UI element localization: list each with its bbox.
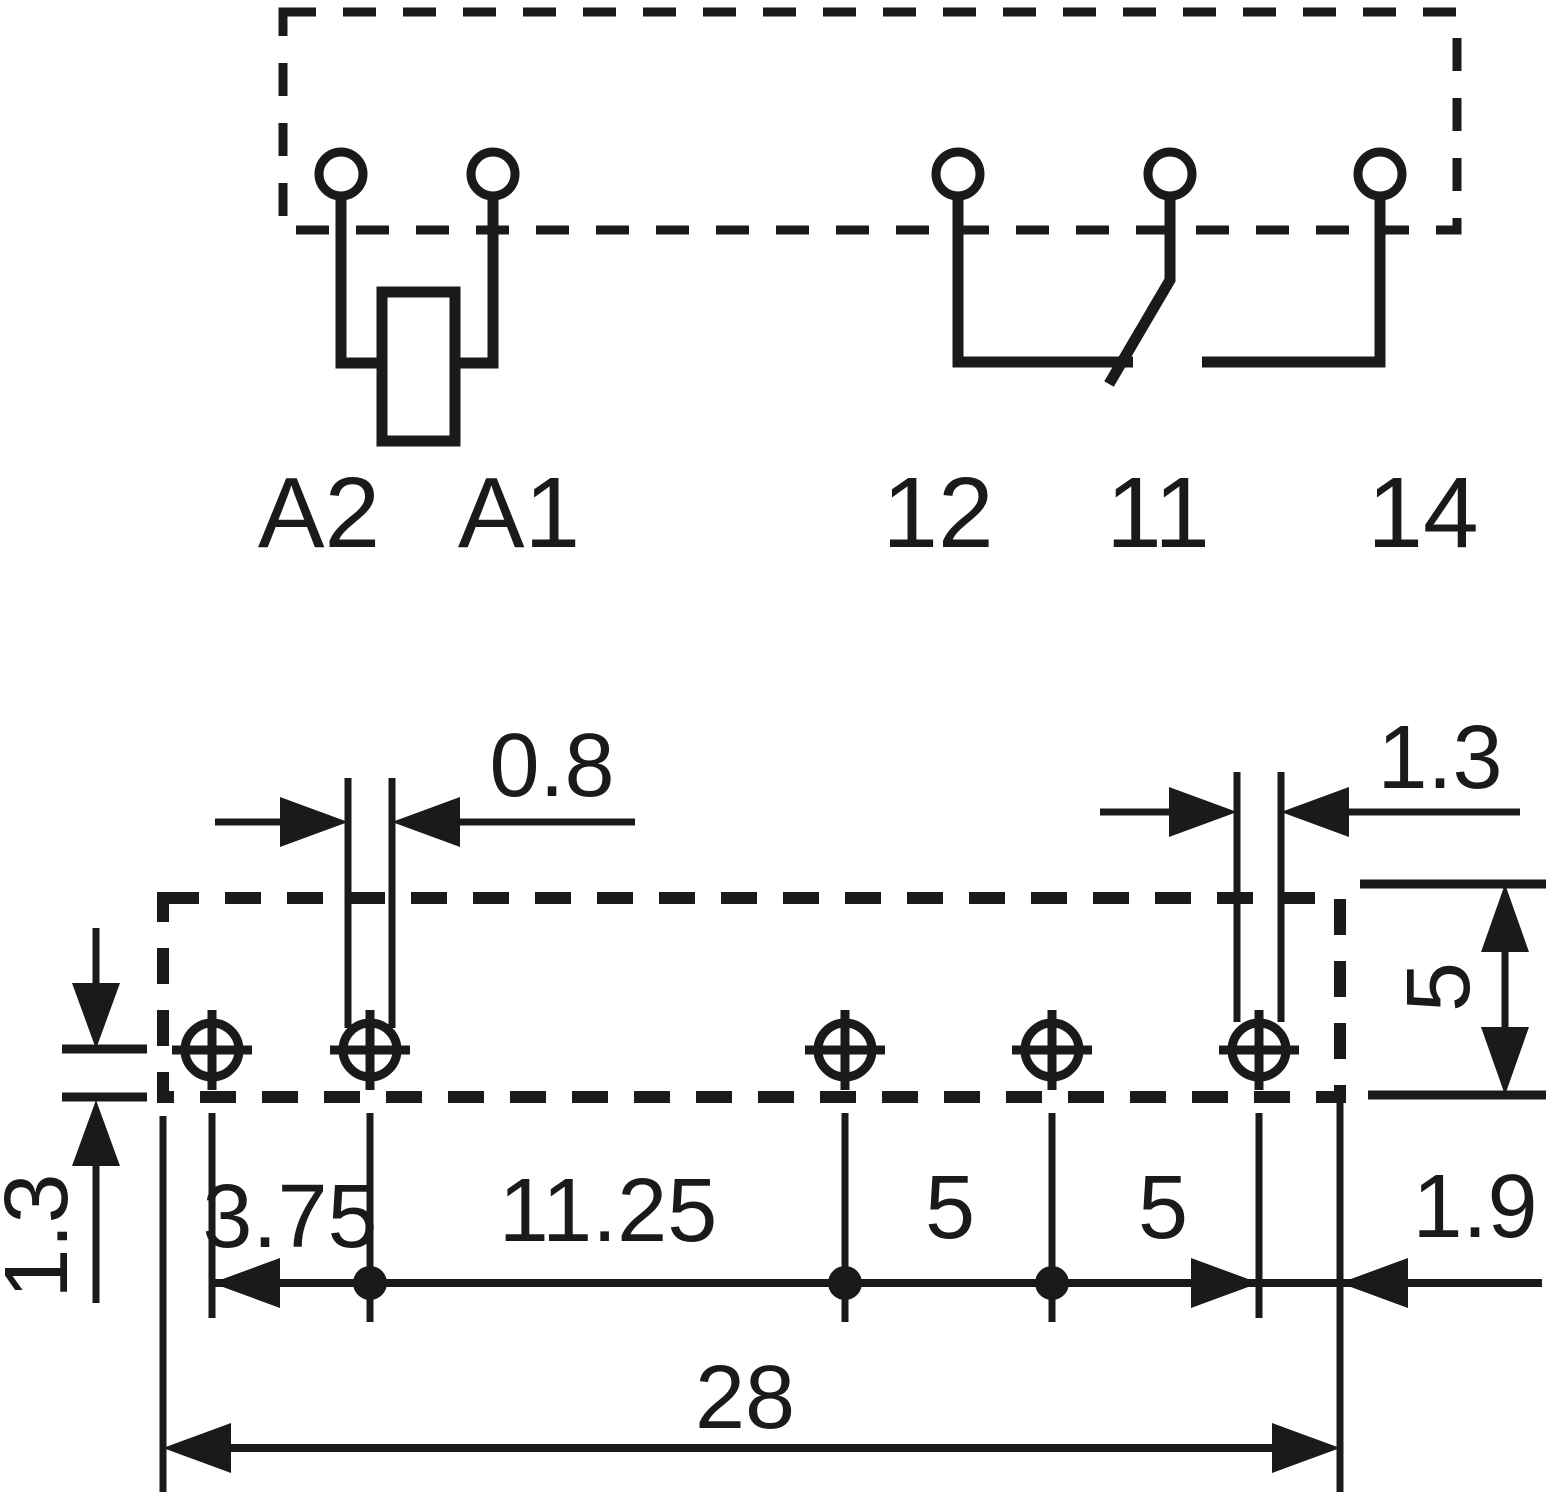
dimension-overall-width: 28: [163, 1348, 1340, 1473]
pin-hole-5: [1219, 1010, 1299, 1090]
dimension-pin-length-right: 5: [1360, 879, 1546, 1100]
wiring-schematic: A2 A1 12 11 14: [258, 7, 1479, 569]
contact-moving-arm: [1104, 196, 1176, 387]
dimension-pin-offset-left: 1.3: [0, 928, 147, 1303]
extension-lines-pin2-top: [344, 778, 396, 1028]
arrowhead-right-icon: [1169, 787, 1237, 837]
dimension-coil-pin-width: 0.8: [215, 716, 635, 1028]
schematic-relay-outline-dashed: [278, 7, 1462, 235]
terminal-a2: [314, 147, 382, 369]
terminal-12: [931, 147, 1133, 368]
footprint-drawing: 0.8 1.3 5 1.3: [0, 708, 1546, 1492]
dimension-contact-pin-width: 1.3: [1100, 708, 1520, 1022]
arrowhead-left-icon: [163, 1423, 231, 1473]
arrowhead-down-icon: [72, 983, 120, 1049]
dimension-label-3-75: 3.75: [202, 1167, 377, 1267]
reference-lines-left: [62, 1044, 147, 1102]
terminal-circle-12: [931, 147, 985, 201]
pin-holes: [172, 1010, 1299, 1090]
terminal-label-11: 11: [1106, 457, 1210, 569]
terminal-lead-a2: [335, 196, 382, 369]
pin-hole-1: [172, 1010, 252, 1090]
dimension-dot: [1035, 1266, 1069, 1300]
terminal-circle-a2: [314, 147, 368, 201]
terminal-label-a1: A1: [458, 457, 580, 569]
dimension-label-28: 28: [695, 1348, 795, 1448]
terminal-lead-14: [1202, 196, 1386, 368]
terminal-label-14: 14: [1367, 457, 1478, 569]
arrowhead-down-icon: [1481, 1027, 1529, 1095]
coil-symbol: [376, 286, 461, 447]
dimension-label-1-9: 1.9: [1412, 1157, 1537, 1257]
dimension-dot: [828, 1266, 862, 1300]
pin-hole-2: [330, 1010, 410, 1090]
arrowhead-up-icon: [72, 1100, 120, 1166]
terminal-label-12: 12: [882, 457, 993, 569]
extension-lines-pin5-top: [1233, 772, 1285, 1022]
dimension-label-5-b: 5: [1138, 1158, 1188, 1258]
pin-hole-4: [1012, 1010, 1092, 1090]
dimension-dot: [353, 1266, 387, 1300]
footprint-body-outline-dashed: [157, 892, 1346, 1103]
arrowhead-left-icon: [212, 1258, 280, 1308]
terminal-circle-14: [1353, 147, 1407, 201]
dimension-label-0-8: 0.8: [489, 716, 614, 816]
dimension-pitch-chain: 3.75 11.25 5 5 1.9: [202, 1157, 1542, 1308]
dimension-label-1-3-top: 1.3: [1377, 708, 1502, 808]
arrowhead-left-icon: [392, 797, 460, 847]
terminal-label-a2: A2: [258, 457, 380, 569]
dimension-label-1-3-left: 1.3: [0, 1173, 87, 1298]
terminal-a1: [455, 147, 520, 369]
reference-lines-right: [1360, 879, 1546, 1100]
arrowhead-right-icon: [1191, 1258, 1259, 1308]
arrowhead-right-icon: [1272, 1423, 1340, 1473]
terminal-14: [1202, 147, 1407, 368]
terminal-lead-a1: [455, 196, 499, 369]
arrowhead-left-icon: [1281, 787, 1349, 837]
arrowhead-up-icon: [1481, 884, 1529, 952]
changeover-contact: [931, 147, 1407, 387]
dimension-label-5-a: 5: [925, 1158, 975, 1258]
terminal-11: [1104, 147, 1197, 387]
dimension-label-11-25: 11.25: [499, 1161, 718, 1261]
dimension-label-5-right: 5: [1389, 962, 1489, 1012]
pin-hole-3: [805, 1010, 885, 1090]
arrowhead-left-icon: [1340, 1258, 1408, 1308]
terminal-lead-12: [952, 196, 1133, 368]
arrowhead-right-icon: [280, 797, 348, 847]
terminal-circle-a1: [466, 147, 520, 201]
terminal-circle-11: [1143, 147, 1197, 201]
